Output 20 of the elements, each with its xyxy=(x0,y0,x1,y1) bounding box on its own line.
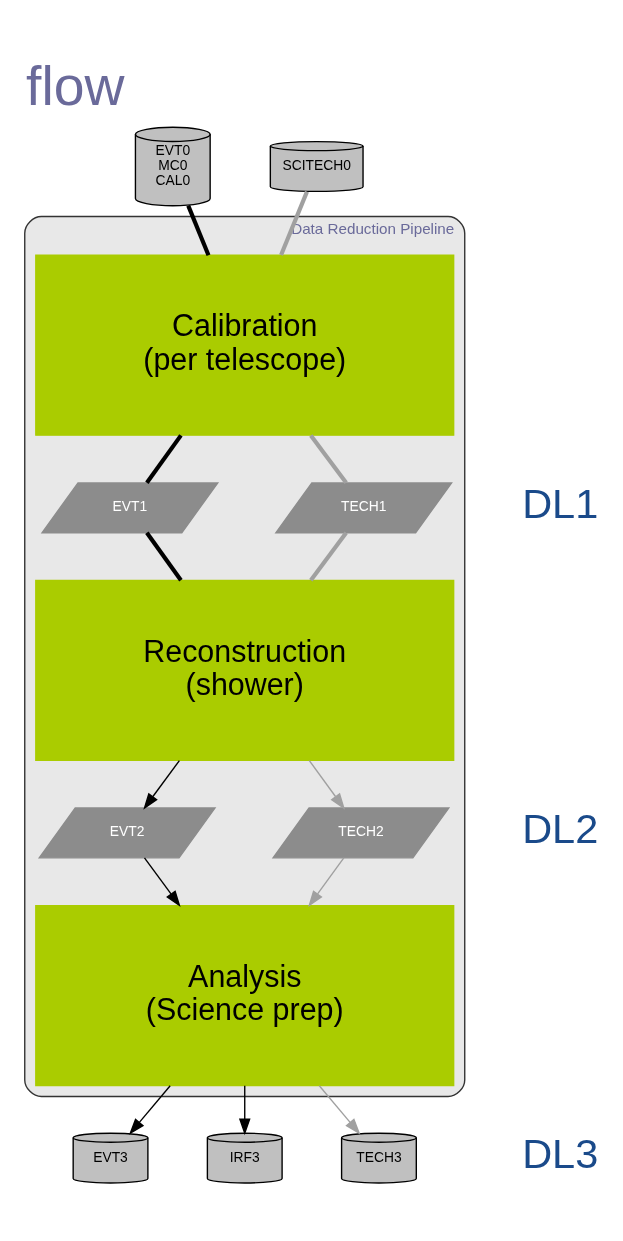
label: DL3 xyxy=(522,1129,599,1177)
arrow xyxy=(318,1084,361,1135)
connector xyxy=(145,433,183,484)
node-box: Calibration (per telescope) xyxy=(35,254,455,436)
connector xyxy=(186,204,211,256)
arrow xyxy=(143,856,181,907)
diagram-title: flow xyxy=(26,54,125,117)
connector xyxy=(309,531,348,581)
label: DL1 xyxy=(522,479,599,527)
arrow xyxy=(308,759,346,810)
arrow xyxy=(129,1084,171,1135)
arrow xyxy=(308,856,345,907)
label: DL2 xyxy=(522,804,599,852)
connector xyxy=(145,531,183,581)
node-box: Reconstruction (shower) xyxy=(35,579,455,761)
arrow xyxy=(143,759,181,810)
node-box: Analysis (Science prep) xyxy=(35,904,455,1086)
arrow xyxy=(238,1084,251,1135)
connector xyxy=(309,433,348,484)
connector xyxy=(279,190,309,256)
